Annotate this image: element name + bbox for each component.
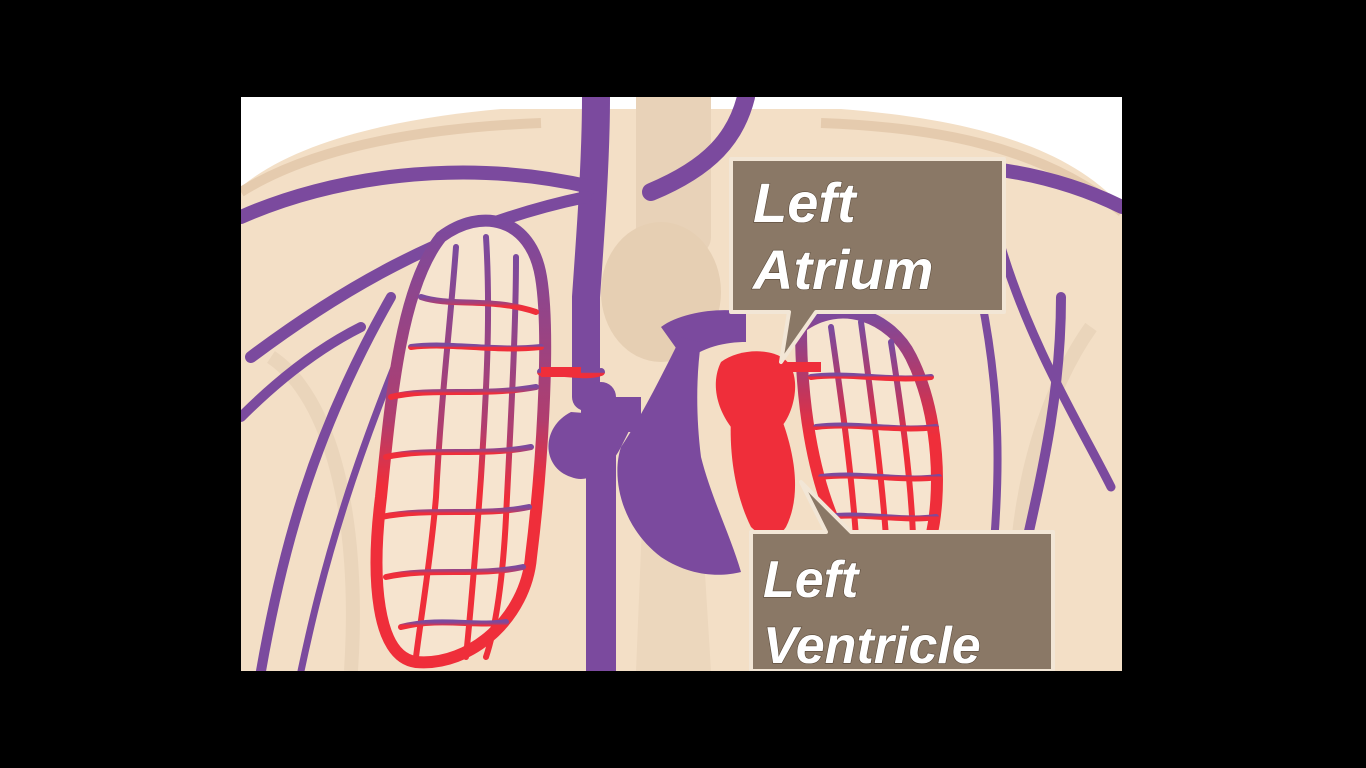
heart-lungs-diagram: Left Atrium Left Ventricle xyxy=(241,97,1122,671)
heart xyxy=(548,310,821,575)
diagram-canvas: Left Atrium Left Ventricle xyxy=(241,97,1122,671)
label-left-atrium-line2: Atrium xyxy=(751,238,933,301)
vena-cava-entry xyxy=(581,397,641,432)
right-ventricle xyxy=(617,337,741,575)
right-lung xyxy=(794,306,943,543)
label-left-ventricle-line1: Left xyxy=(763,551,861,609)
label-left-ventricle: Left Ventricle xyxy=(749,480,1055,671)
label-left-ventricle-box xyxy=(749,480,1055,671)
label-left-ventricle-line2: Ventricle xyxy=(763,617,981,671)
left-atrium xyxy=(715,351,796,427)
label-left-atrium: Left Atrium xyxy=(729,157,1006,364)
rib-line-left xyxy=(266,351,360,671)
left-lung xyxy=(370,214,605,669)
left-ventricle xyxy=(730,417,796,537)
label-left-atrium-box xyxy=(729,157,1006,364)
label-left-atrium-line1: Left xyxy=(753,171,858,234)
